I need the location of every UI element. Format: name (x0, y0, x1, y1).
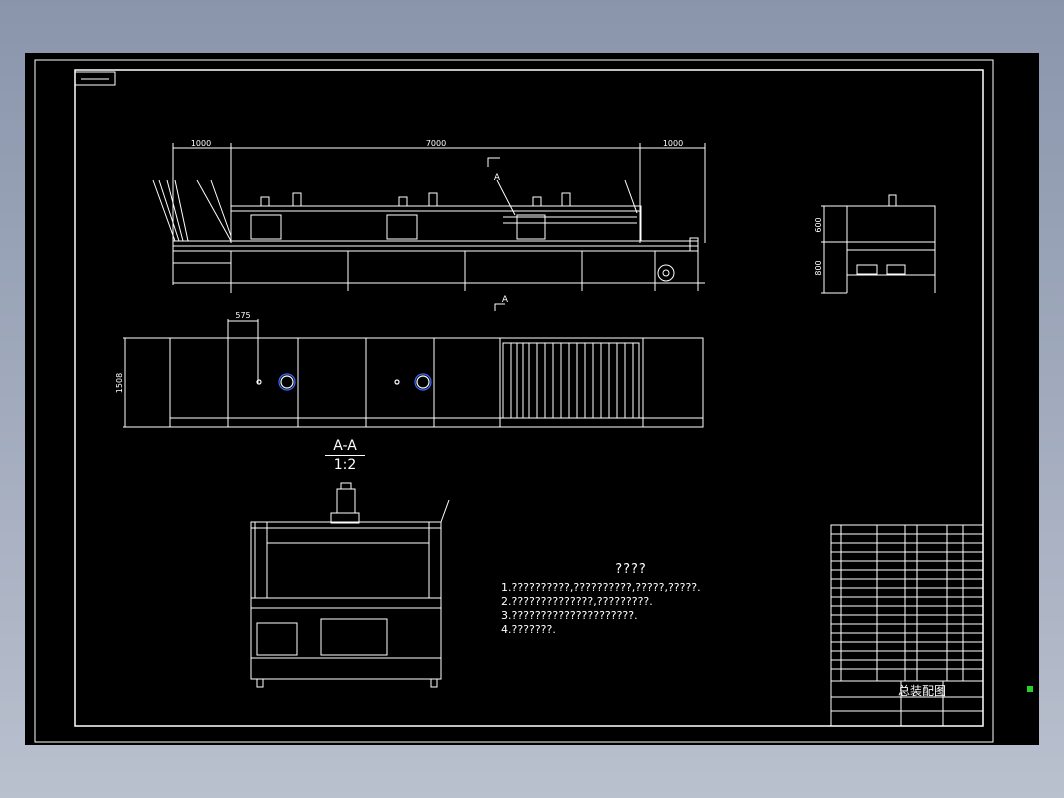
section-scale: 1:2 (333, 457, 357, 473)
drawing-sheet: 1000 7000 1000 A A (25, 53, 1039, 745)
section-name: A-A (333, 438, 357, 454)
viewport-marker (1027, 686, 1033, 692)
section-label: A-A 1:2 (325, 438, 365, 473)
dim-side-bottom: 800 (814, 260, 823, 275)
notes-line-4: 4.???????. (501, 623, 556, 636)
outer-border (34, 59, 994, 743)
inner-border (74, 69, 984, 727)
drawing-title: 总装配图 (898, 684, 946, 698)
section-mark-bottom: A (502, 295, 509, 305)
corner-tag (74, 71, 116, 86)
notes-line-1: 1.??????????,??????????,?????,?????. (501, 581, 701, 594)
side-view (821, 194, 936, 294)
notes-line-3: 3.?????????????????????. (501, 609, 638, 622)
dim-right-overhang: 1000 (663, 139, 683, 148)
dim-side-top: 600 (814, 217, 823, 232)
dim-plan-offset: 575 (235, 311, 250, 320)
dim-plan-width: 1508 (115, 373, 124, 393)
front-elevation (152, 143, 706, 311)
notes-title: ???? (615, 562, 647, 577)
section-view (250, 482, 450, 688)
assembly-drawing: 1000 7000 1000 A A (34, 59, 994, 743)
title-block (830, 524, 984, 727)
technical-notes: ???? 1.??????????,??????????,?????,?????… (501, 563, 761, 637)
dim-middle-length: 7000 (426, 139, 446, 148)
plan-view (123, 319, 704, 428)
section-mark-top: A (494, 173, 501, 183)
dim-left-overhang: 1000 (191, 139, 211, 148)
notes-line-2: 2.??????????????,?????????. (501, 595, 653, 608)
plan-fan-openings (256, 373, 432, 391)
section-divider (325, 455, 365, 456)
